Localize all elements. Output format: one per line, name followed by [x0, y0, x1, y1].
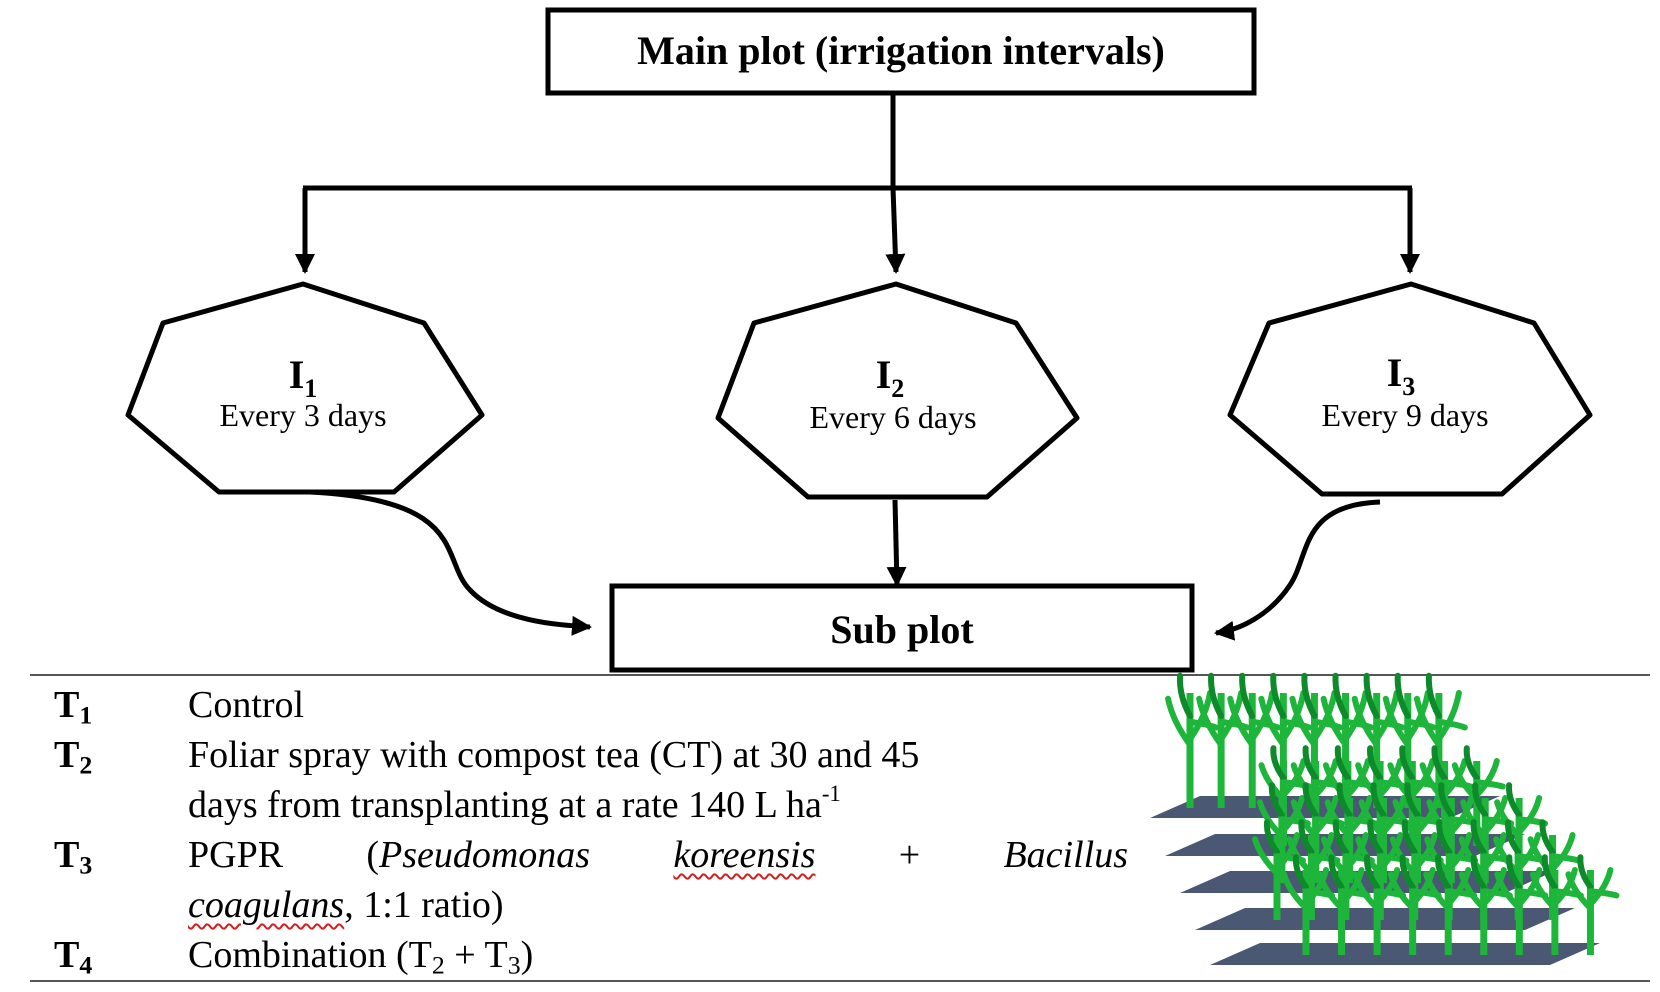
treatment-desc-2: Foliar spray with compost tea (CT) at 30…	[188, 734, 920, 826]
connectors	[295, 93, 1420, 641]
treatment-code-4: T4	[54, 934, 93, 980]
treatment-desc-2-line2: days from transplanting at a rate 140 L …	[188, 784, 822, 826]
plant-shape	[1565, 854, 1620, 955]
treatment-desc-3-line2: coagulans, 1:1 ratio)	[188, 884, 504, 926]
interval-desc-3: Every 9 days	[1321, 397, 1488, 433]
interval-node-3: I3 Every 9 days	[1227, 281, 1593, 497]
curve-i1-to-sub	[309, 489, 592, 636]
treatment-desc-1: Control	[188, 684, 305, 726]
plant-shape	[1529, 854, 1584, 955]
interval-code-2: I2	[876, 352, 905, 403]
treatment-desc-2-line1: Foliar spray with compost tea (CT) at 30…	[188, 734, 920, 776]
soil-bed	[1195, 908, 1575, 930]
main-plot-label: Main plot (irrigation intervals)	[637, 28, 1165, 73]
plant-shape	[1316, 854, 1371, 955]
interval-code-1: I1	[289, 352, 318, 403]
treatment-row-4: T4 Combination (T2 + T3)	[46, 930, 1126, 980]
interval-desc-1: Every 3 days	[219, 397, 386, 433]
plant-shape	[1290, 782, 1345, 883]
treatment-row-2: T2 Foliar spray with compost tea (CT) at…	[46, 730, 1126, 830]
interval-node-1: I1 Every 3 days	[125, 281, 485, 495]
treatment-code-1: T1	[54, 684, 93, 730]
interval-code-3: I3	[1387, 350, 1416, 401]
interval-node-2: I2 Every 6 days	[715, 281, 1080, 500]
treatment-desc-3-line1: PGPR (Pseudomonas koreensis + Bacillus	[188, 834, 1128, 876]
plant-shape	[1227, 672, 1282, 808]
sub-plot-label: Sub plot	[830, 607, 974, 652]
sub-plot-box: Sub plot	[609, 583, 1195, 673]
treatment-code-2: T2	[54, 734, 93, 780]
treatment-row-1: T1 Control	[46, 680, 1126, 730]
plant-shape	[1352, 854, 1407, 955]
treatment-desc-3: PGPR (Pseudomonas koreensis + Bacillus c…	[188, 830, 1128, 930]
arrow-i2-to-sub	[886, 499, 907, 587]
main-plot-box: Main plot (irrigation intervals)	[545, 7, 1257, 96]
soil-bed	[1210, 943, 1600, 965]
treatment-legend: T1 Control T2 Foliar spray with compost …	[46, 680, 1128, 980]
plant-shape	[1281, 854, 1335, 955]
plant-shape	[1165, 672, 1219, 808]
plant-shape	[1387, 854, 1442, 955]
plant-shape	[1256, 782, 1311, 883]
curve-i3-to-sub	[1214, 499, 1381, 641]
treatment-desc-4: Combination (T2 + T3)	[188, 934, 534, 980]
treatment-code-3: T3	[54, 834, 93, 880]
arrow-to-i2	[885, 187, 906, 274]
plant-shape	[1196, 672, 1251, 808]
plant-shape	[1458, 854, 1513, 955]
treatment-row-3: T3 PGPR (Pseudomonas koreensis + Bacillu…	[46, 830, 1128, 930]
plant-field-icon	[1150, 672, 1620, 965]
interval-desc-2: Every 6 days	[809, 399, 976, 435]
